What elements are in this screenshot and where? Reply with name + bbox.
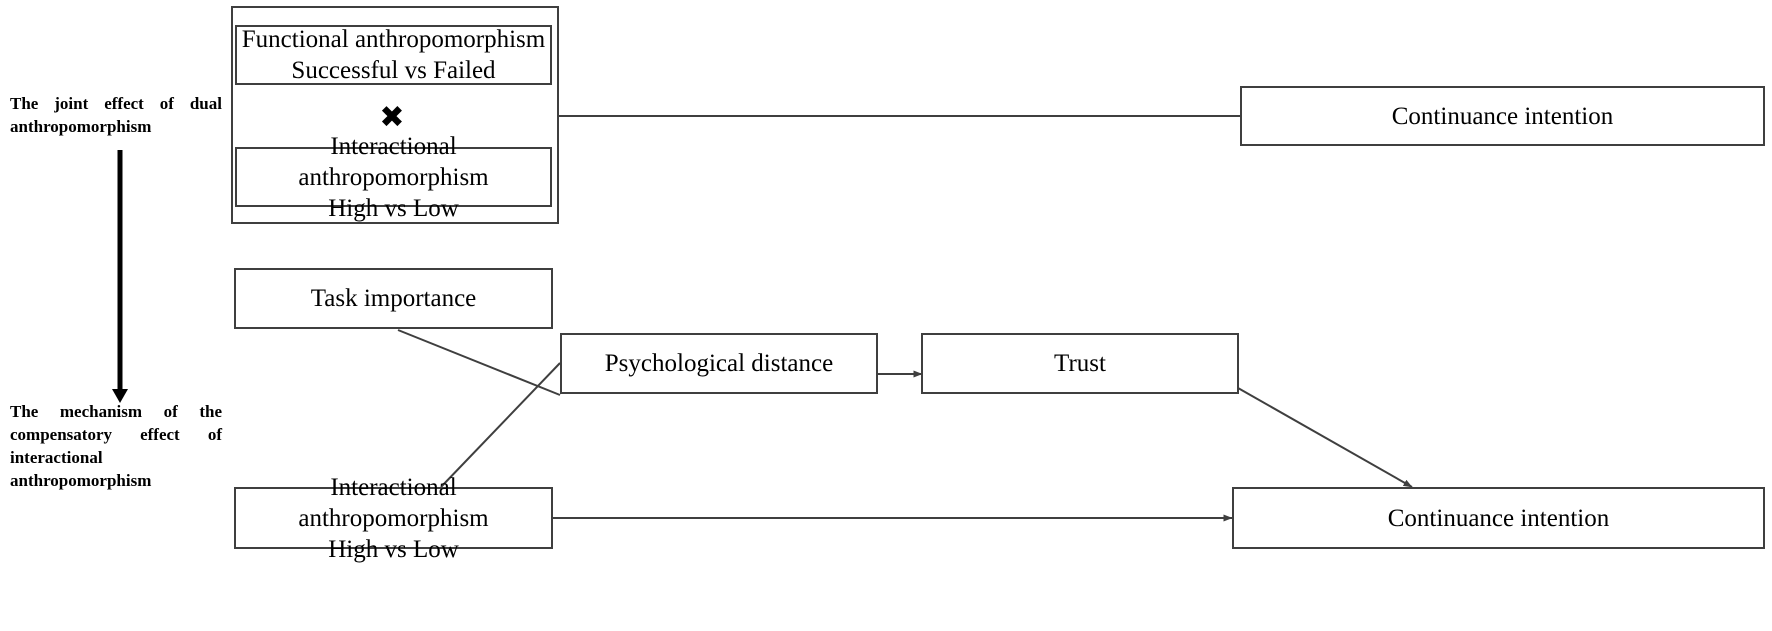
node-continuance-intention-top[interactable]: Continuance intention [1240, 86, 1765, 146]
edge-trust-to-continuance [1237, 387, 1413, 488]
node-task-importance[interactable]: Task importance [234, 268, 553, 329]
node-trust[interactable]: Trust [921, 333, 1239, 394]
node-continuance-intention-bottom[interactable]: Continuance intention [1232, 487, 1765, 549]
factor-interactional-anthropomorphism[interactable]: Interactional anthropomorphism High vs L… [235, 133, 552, 222]
node-interactional-bottom-text: Interactional anthropomorphism High vs L… [298, 473, 489, 563]
edge-task-importance-to-distance [397, 329, 561, 396]
node-interactional-anthropomorphism-bottom[interactable]: Interactional anthropomorphism High vs L… [234, 474, 553, 563]
edge-interactional-to-distance [440, 362, 561, 488]
node-psychological-distance[interactable]: Psychological distance [560, 333, 878, 394]
section-label-joint-effect: The joint effect of dual anthropomorphis… [10, 94, 222, 136]
section-label-mechanism: The mechanism of the compensatory effect… [10, 402, 222, 490]
factor-functional-text: Functional anthropomorphism Successful v… [241, 26, 546, 84]
factor-interactional-text: Interactional anthropomorphism High vs L… [298, 132, 489, 222]
interaction-operator-icon: ✖ [379, 101, 405, 134]
factor-functional-anthropomorphism[interactable]: Functional anthropomorphism Successful v… [235, 25, 552, 85]
